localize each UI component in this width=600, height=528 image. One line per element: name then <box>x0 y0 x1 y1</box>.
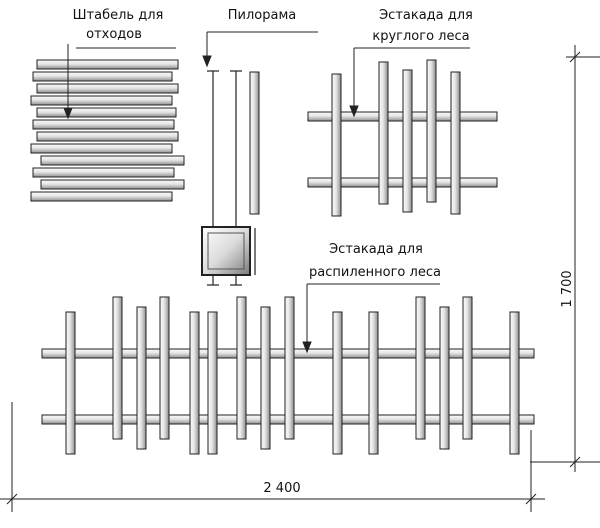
sawmill-leader <box>202 31 318 68</box>
width-dimension-label: 2 400 <box>263 481 300 496</box>
sawn-trestle-label-line1: Эстакада для <box>329 242 423 257</box>
round-trestle-leader <box>349 47 470 118</box>
sawn-trestle-label-line2: распиленного леса <box>309 265 441 280</box>
sawn-trestle-leader <box>302 283 440 354</box>
waste-stack-label-line2: отходов <box>86 27 142 42</box>
sawmill-machine-inner <box>207 232 245 270</box>
sawmill-rails <box>207 70 256 286</box>
sawmill-log <box>249 71 260 215</box>
height-dimension <box>530 45 600 472</box>
sawmill-machine <box>201 226 251 276</box>
waste-stack <box>30 59 185 202</box>
width-dimension <box>0 402 545 512</box>
round-trestle-label-line2: круглого леса <box>372 29 469 44</box>
round-trestle-label-line1: Эстакада для <box>379 8 473 23</box>
round-timber-trestle <box>307 59 498 217</box>
waste-stack-leader <box>63 44 176 120</box>
waste-stack-label-line1: Штабель для <box>73 8 164 23</box>
sawn-timber-trestle <box>41 296 535 455</box>
sawmill-label: Пилорама <box>228 8 296 23</box>
height-dimension-label: 1 700 <box>560 270 575 307</box>
